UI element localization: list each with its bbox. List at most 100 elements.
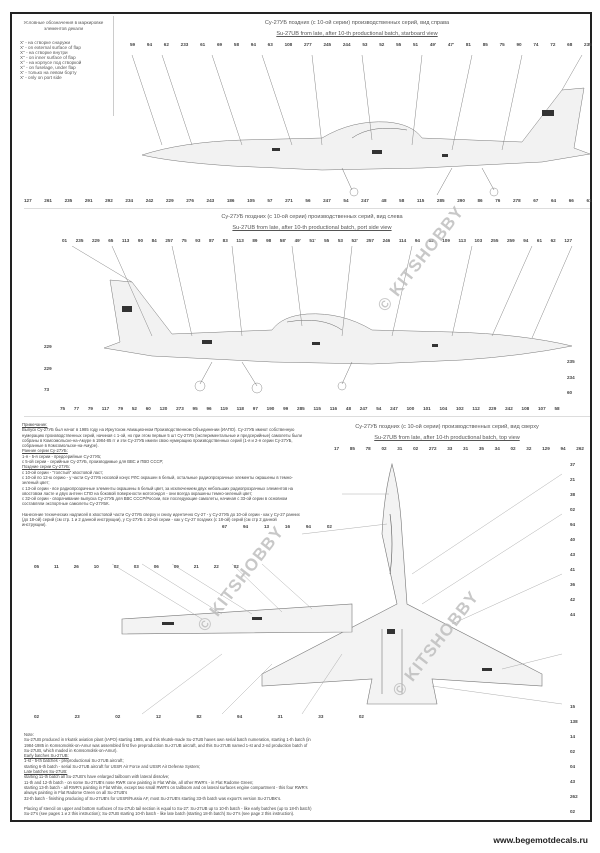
- decal-callout-number: 51': [309, 238, 316, 243]
- notes-ru-late-heading: Поздние серии Су-27УБ:: [22, 464, 71, 470]
- decal-callout-number: 94: [242, 524, 249, 529]
- decal-callout-number: 55: [396, 42, 402, 47]
- decal-callout-number: 53: [362, 42, 368, 47]
- decal-callout-number: 33: [447, 446, 453, 451]
- legend-item: Х' - только на левом борту: [20, 70, 77, 75]
- decal-callout-number: 01: [62, 238, 68, 243]
- decal-callout-number: 02: [381, 446, 387, 451]
- decal-callout-number: 10: [93, 564, 99, 569]
- decal-callout-number: 87: [208, 238, 215, 243]
- decal-callout-number: 127: [24, 198, 32, 203]
- decal-callout-number: 96: [206, 406, 212, 411]
- decal-callout-number: 35: [478, 446, 484, 451]
- decal-callout-number: 44: [570, 612, 576, 617]
- decal-callout-number: 292: [105, 198, 113, 203]
- decal-callout-number: 90: [137, 238, 144, 243]
- notes-en-early-heading: Early batches Su-27UB:: [24, 753, 69, 759]
- decal-callout-number: 90: [516, 42, 522, 47]
- decal-callout-number: 02: [413, 446, 419, 451]
- decal-callout-number: 02: [570, 749, 576, 754]
- decal-callout-number: 94: [414, 238, 420, 243]
- decal-callout-number: 11: [54, 564, 59, 569]
- decal-callout-number: 83: [222, 238, 228, 243]
- decal-callout-number: 75: [499, 42, 505, 47]
- decal-callout-number: 60: [145, 406, 151, 411]
- decal-callout-number: 245: [323, 42, 332, 47]
- decal-callout-number: 119: [220, 406, 228, 411]
- decal-callout-number: 94: [237, 714, 243, 719]
- decal-callout-number: 02: [570, 809, 576, 814]
- decal-callout-number: 108: [521, 406, 530, 411]
- decal-callout-number: 61: [586, 198, 592, 203]
- note-line: starting 11-th batch all Su-27UB's have …: [24, 774, 170, 780]
- decal-callout-number: 02: [34, 714, 40, 719]
- instruction-sheet: Условные обозначения в маркировке элемен…: [10, 12, 592, 822]
- decal-callout-number: 41: [570, 567, 576, 572]
- notes-english: Note: Su-27UB produced in Irkutsk aviati…: [24, 732, 314, 816]
- starboard-side-view-drawing: [131, 54, 591, 197]
- decal-callout-number: 229: [44, 344, 52, 349]
- decal-callout-number: 65: [108, 238, 114, 243]
- decal-callout-number: 276: [186, 198, 194, 203]
- decal-callout-number: 116: [329, 406, 338, 411]
- decal-callout-number: 58': [279, 238, 286, 243]
- decal-callout-number: 69: [217, 42, 223, 47]
- decal-callout-number: 115: [313, 406, 321, 411]
- decal-callout-number: 79: [117, 406, 124, 411]
- note-line: с 32-ой серии - сворачивание выпуска Су-…: [22, 496, 288, 507]
- decal-callout-number: 81: [465, 42, 471, 47]
- decal-callout-number: 108: [284, 42, 293, 47]
- decal-callout-number: 233: [180, 42, 189, 47]
- decal-callout-number: 38: [570, 492, 576, 497]
- decal-callout-number: 02: [233, 564, 239, 569]
- decal-callout-number: 26: [73, 564, 79, 569]
- decal-callout-number: 52: [379, 42, 385, 47]
- legend-title: Условные обозначения в маркировке элемен…: [23, 20, 104, 31]
- decal-callout-number: 101: [423, 406, 431, 411]
- decal-callout-number: 271: [285, 198, 293, 203]
- decal-callout-number: 62: [163, 42, 169, 47]
- decal-callout-number: 60: [567, 390, 573, 395]
- decal-callout-number: 04: [570, 764, 576, 769]
- notes-en-heading: Note:: [24, 732, 35, 737]
- decal-callout-number: 52: [131, 406, 137, 411]
- legend-item: Х° - на корпусе под створкой: [20, 60, 82, 65]
- decal-callout-number: 34: [494, 446, 500, 451]
- decal-callout-number: 43: [570, 779, 576, 784]
- decal-callout-number: 272: [428, 446, 437, 451]
- decal-callout-number: 229: [44, 365, 52, 371]
- decal-callout-number: 261: [44, 198, 52, 203]
- decal-callout-number: 118: [236, 406, 244, 411]
- decal-callout-number: 234: [567, 374, 575, 380]
- note-line: starting 13-th batch - all RWR's paintin…: [24, 784, 308, 796]
- decal-callout-number: 02: [326, 524, 332, 529]
- starboard-title: Су-27УБ поздних (с 10-ой серии) производ…: [122, 18, 592, 40]
- decal-callout-number: 66: [568, 198, 574, 203]
- decal-callout-number: 23: [74, 714, 80, 719]
- note-line: 1-я - 5-я серии - предсерийные Су-27УБ;: [22, 453, 102, 459]
- decal-callout-number: 94: [250, 42, 256, 47]
- port-title-en: Su-27UB from late, after 10-th productio…: [232, 225, 392, 231]
- decal-callout-number: 59: [130, 42, 136, 47]
- decal-callout-number: 02: [115, 714, 121, 719]
- legend-item: X° - on fuselage, under flap: [20, 65, 76, 70]
- decal-callout-number: 72: [550, 42, 556, 47]
- website-url[interactable]: www.begemotdecals.ru: [493, 835, 588, 845]
- decal-callout-number: 74: [533, 42, 539, 47]
- decal-callout-number: 105: [247, 198, 255, 203]
- decal-callout-number: 33: [318, 714, 324, 719]
- decal-callout-number: 93: [195, 238, 201, 243]
- legend-item: X'' - on inner surface of flap: [20, 55, 76, 60]
- decal-callout-number: 06: [153, 564, 159, 569]
- top-title-en: Su-27UB from late, after 10-th productio…: [374, 435, 520, 441]
- port-title: Су-27УБ поздних (с 10-ой серии) производ…: [122, 212, 502, 234]
- decal-callout-number: 49': [429, 42, 437, 47]
- decal-callout-number: 285: [436, 198, 445, 203]
- decal-callout-number: 229: [165, 198, 174, 203]
- decal-callout-number: 47': [447, 42, 455, 47]
- decal-callout-number: 15: [570, 704, 576, 709]
- decal-callout-number: 138: [570, 719, 578, 724]
- decal-callout-number: 285: [297, 406, 305, 411]
